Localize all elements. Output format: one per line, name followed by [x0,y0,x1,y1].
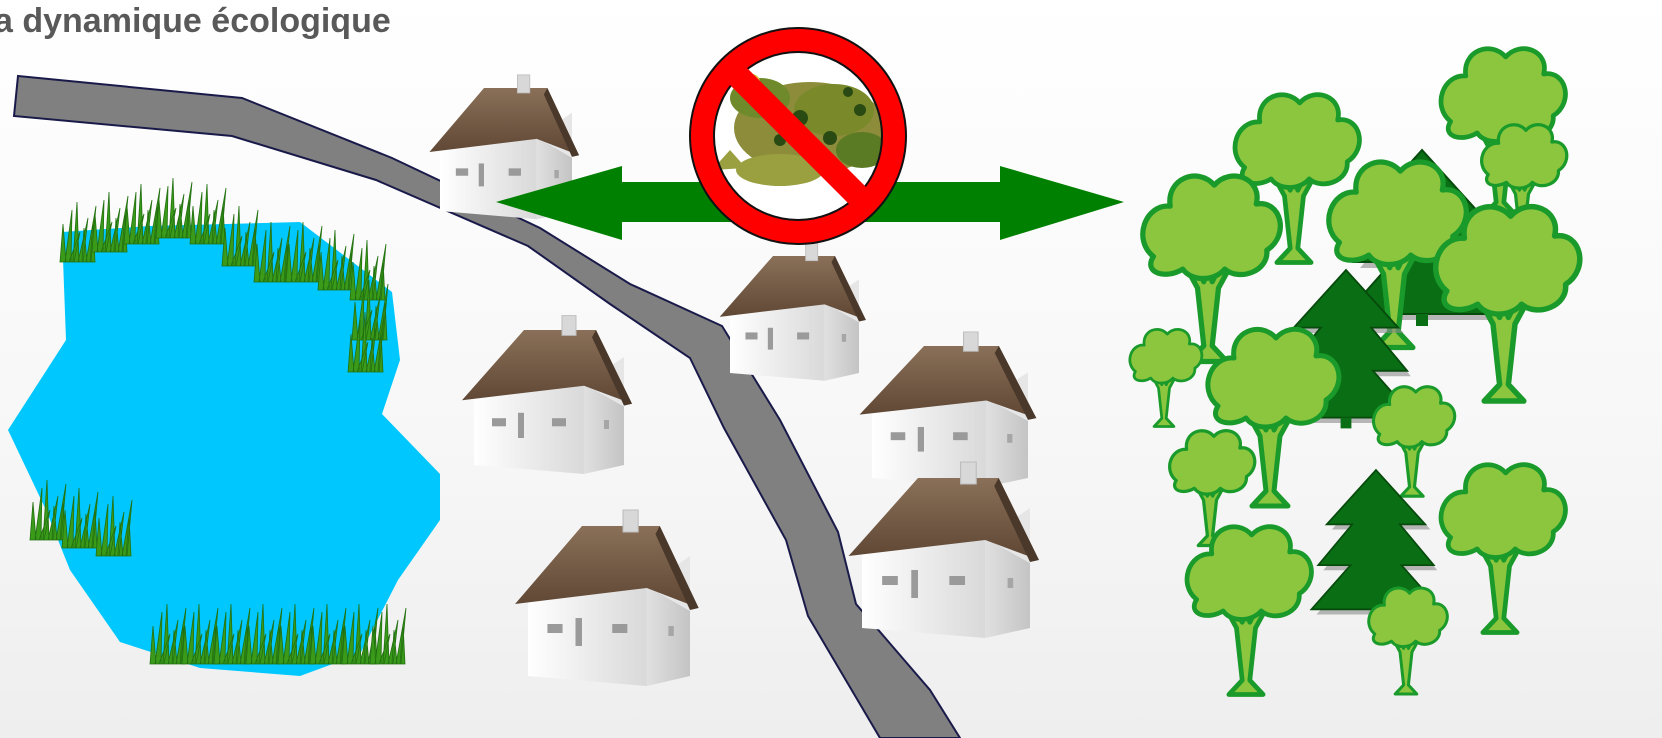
pond-icon [8,178,440,676]
house-icon [720,244,866,381]
house-icon [462,316,632,474]
no-frog-icon [690,28,906,244]
forest-icon [1130,49,1580,695]
house-icon [515,510,699,686]
house-icon [860,332,1037,487]
house-icon [849,462,1039,638]
